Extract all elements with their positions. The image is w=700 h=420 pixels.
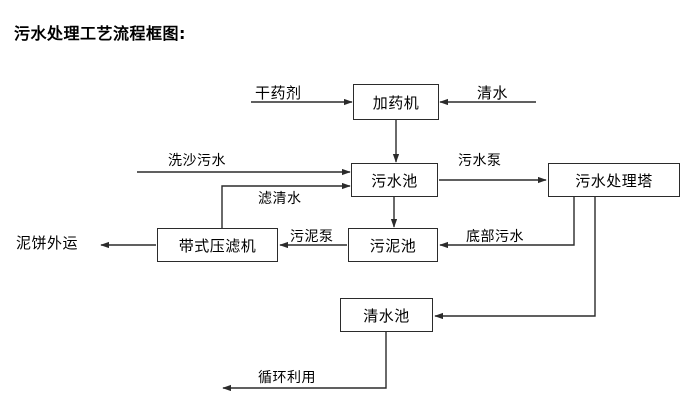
label-sludge-pump: 污泥泵 [290, 229, 334, 245]
label-dry-agent: 干药剂 [255, 84, 302, 102]
edge-tower-to-clean-pool [434, 197, 596, 320]
label-sand-washing-sewage: 洗沙污水 [168, 153, 226, 169]
node-sludge-pool[interactable]: 污泥池 [348, 228, 438, 262]
node-sewage-pool[interactable]: 污水池 [351, 163, 438, 197]
label-clean-water-input: 清水 [477, 84, 509, 102]
label-filtrate-water: 滤清水 [258, 191, 302, 207]
page-title: 污水处理工艺流程框图: [14, 24, 186, 43]
node-dosing-machine[interactable]: 加药机 [353, 84, 439, 120]
label-mud-cake-transport-out: 泥饼外运 [16, 234, 79, 252]
label-sewage-pump: 污水泵 [458, 153, 502, 169]
node-belt-filter-press[interactable]: 带式压滤机 [157, 228, 278, 262]
label-recycle-reuse: 循环利用 [258, 370, 316, 386]
node-sewage-treatment-tower[interactable]: 污水处理塔 [548, 163, 680, 197]
node-clean-water-pool[interactable]: 清水池 [340, 298, 433, 332]
label-bottom-sewage: 底部污水 [466, 229, 524, 245]
